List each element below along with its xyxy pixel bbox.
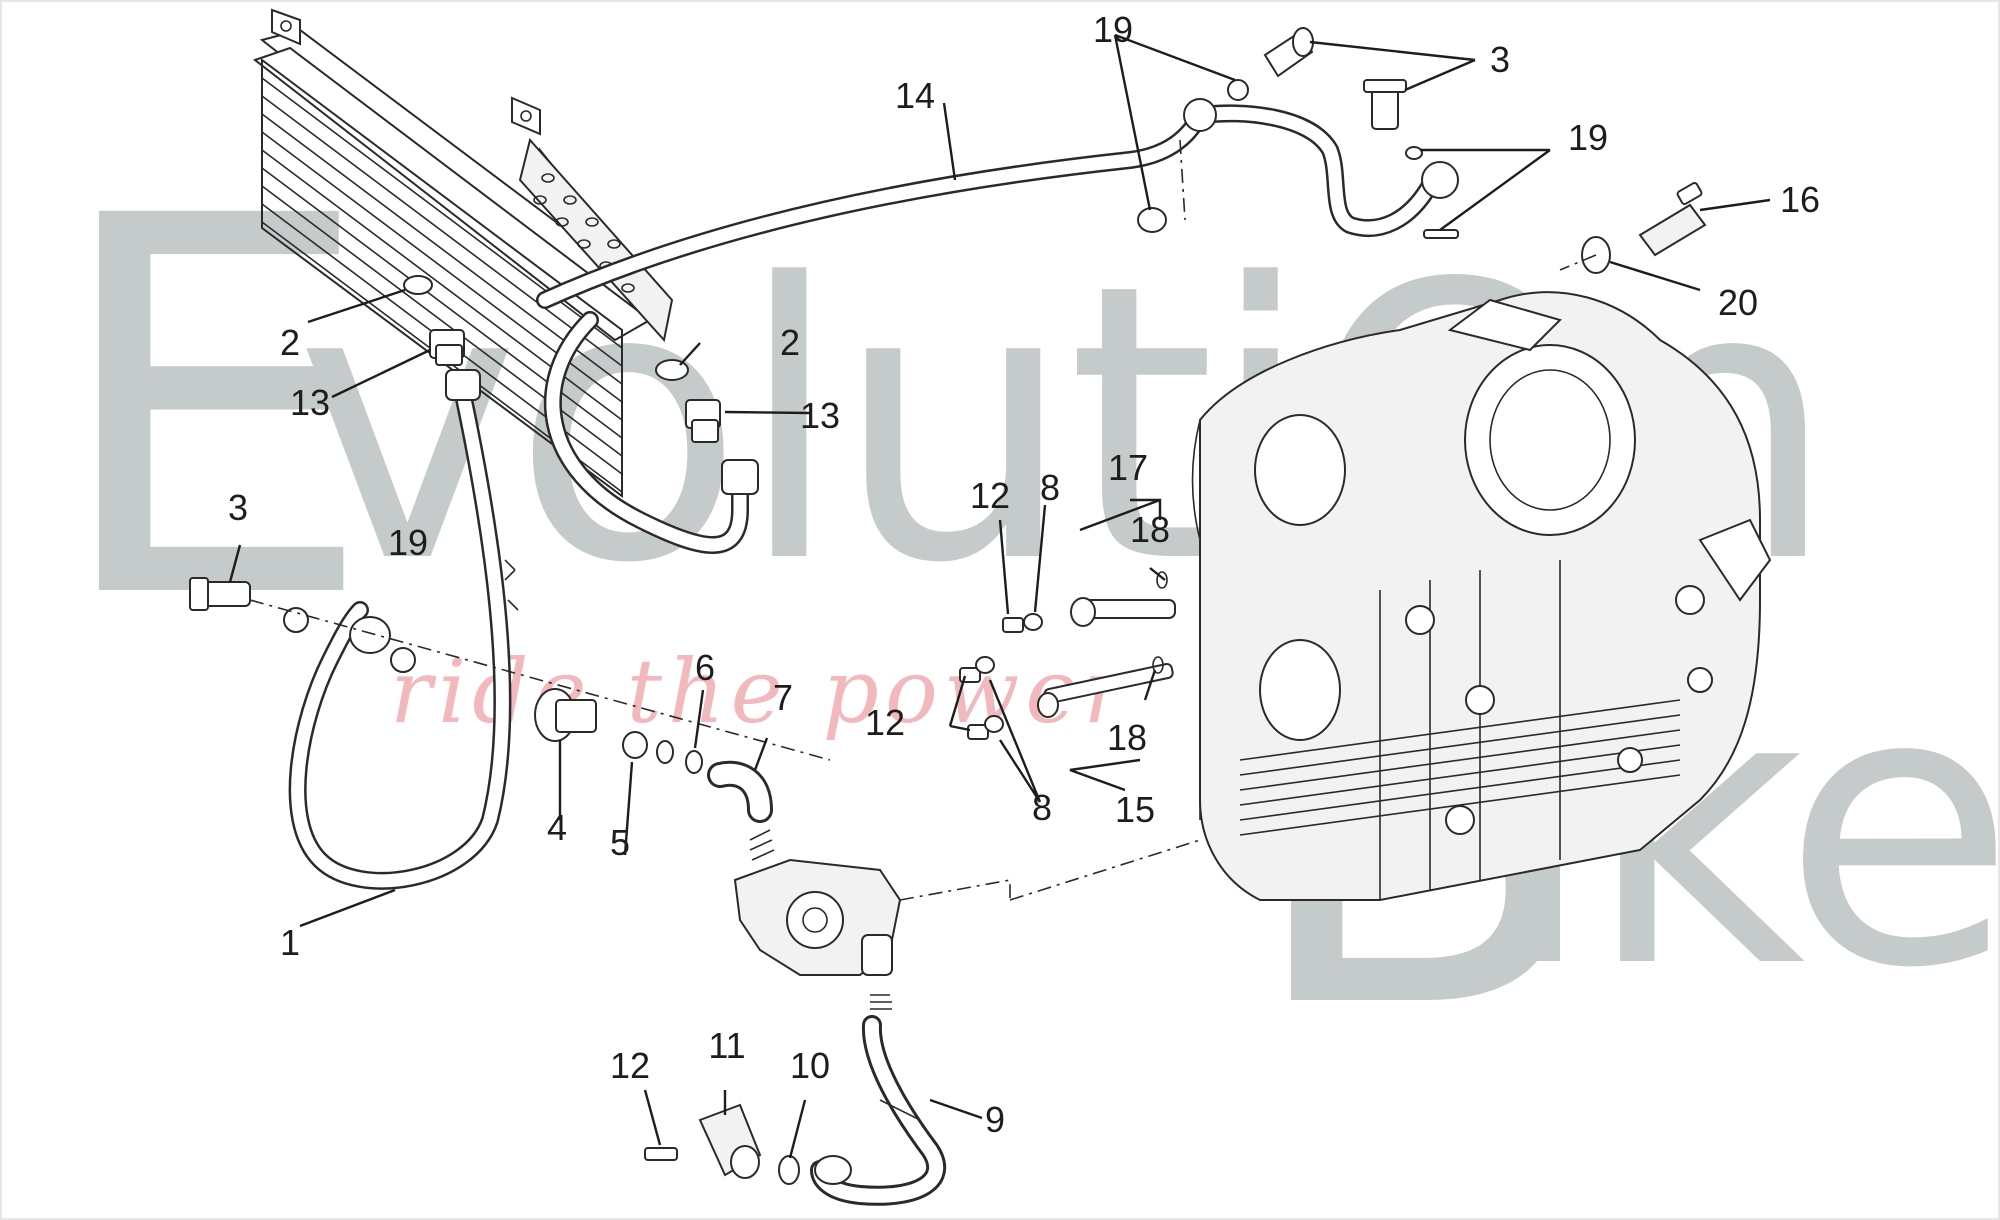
stud-15 bbox=[1037, 656, 1174, 718]
fitting-13-left bbox=[403, 275, 465, 366]
hose-1 bbox=[288, 369, 519, 890]
callout-16: 16 bbox=[1780, 179, 1820, 220]
callout-1: 1 bbox=[280, 922, 300, 963]
banjo-bolt-3-left bbox=[189, 577, 831, 761]
callout-14: 14 bbox=[895, 75, 935, 116]
oil-cooler bbox=[252, 8, 674, 498]
hose-cooler-return bbox=[543, 311, 759, 554]
bolts-12-8 bbox=[959, 613, 1043, 740]
callout-labels: 1 2 2 3 3 4 5 6 7 8 8 9 10 11 12 12 12 1… bbox=[228, 9, 1820, 1140]
callout-19-left: 19 bbox=[388, 522, 428, 563]
pickup-pipe-9 bbox=[810, 994, 946, 1206]
engine-crankcase bbox=[1191, 291, 1772, 901]
callout-11: 11 bbox=[708, 1025, 745, 1066]
callout-3-top: 3 bbox=[1490, 39, 1510, 80]
callout-9: 9 bbox=[985, 1099, 1005, 1140]
callout-19-top-left: 19 bbox=[1093, 9, 1133, 50]
callout-8-bottom: 8 bbox=[1032, 787, 1052, 828]
elbow-7 bbox=[707, 760, 775, 861]
callout-19-top-right: 19 bbox=[1568, 117, 1608, 158]
callout-2-right: 2 bbox=[780, 322, 800, 363]
banjo-bolt-3-top bbox=[1137, 27, 1459, 239]
callout-7: 7 bbox=[773, 677, 793, 718]
callout-4: 4 bbox=[547, 807, 567, 848]
o-ring-10 bbox=[778, 1155, 800, 1185]
callout-8-top: 8 bbox=[1040, 467, 1060, 508]
callout-15: 15 bbox=[1115, 789, 1155, 830]
callout-5: 5 bbox=[610, 822, 630, 863]
hose-14 bbox=[536, 98, 1459, 309]
callout-18-top: 18 bbox=[1130, 509, 1170, 550]
callout-13-right: 13 bbox=[800, 395, 840, 436]
callout-3-left: 3 bbox=[228, 487, 248, 528]
fitting-13-right bbox=[655, 359, 721, 443]
stud-17 bbox=[1070, 571, 1176, 627]
callout-12-middle: 12 bbox=[865, 702, 905, 743]
leader-lines bbox=[228, 33, 1771, 1159]
callout-12-top: 12 bbox=[970, 475, 1010, 516]
callout-6: 6 bbox=[695, 647, 715, 688]
callout-18-bottom: 18 bbox=[1107, 717, 1147, 758]
callout-2-left: 2 bbox=[280, 322, 300, 363]
screw-12-bottom bbox=[644, 1147, 678, 1161]
sensor-16 bbox=[1559, 182, 1707, 274]
filter-11 bbox=[698, 1103, 762, 1179]
washer-5 bbox=[622, 731, 648, 759]
union-4 bbox=[534, 688, 597, 742]
oil-pump bbox=[733, 839, 1201, 976]
o-ring-6b bbox=[685, 750, 703, 774]
callout-12-bottom: 12 bbox=[610, 1045, 650, 1086]
callout-20: 20 bbox=[1718, 282, 1758, 323]
o-ring-6a bbox=[656, 740, 674, 764]
callout-10: 10 bbox=[790, 1045, 830, 1086]
callout-17: 17 bbox=[1108, 447, 1148, 488]
callout-13-left: 13 bbox=[290, 382, 330, 423]
